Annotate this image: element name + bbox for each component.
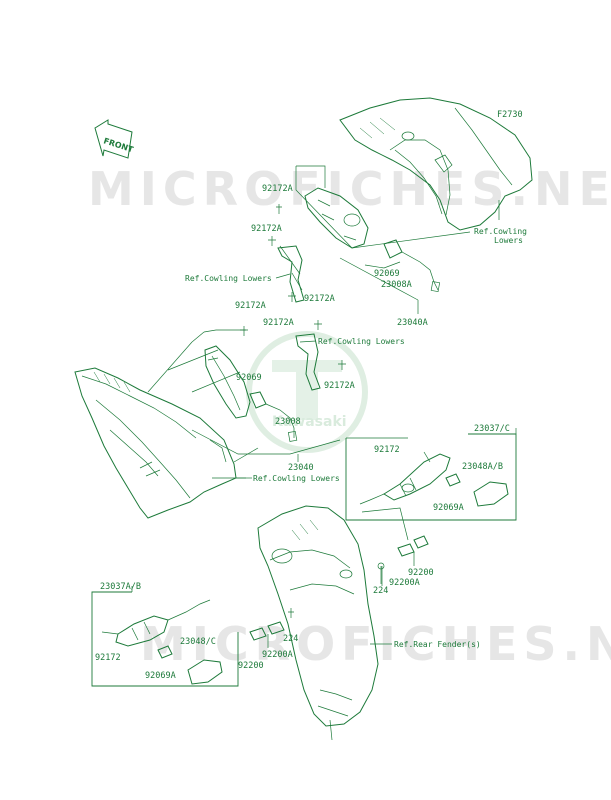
leader-line — [275, 273, 291, 279]
label-92200: 92200 — [238, 661, 264, 671]
label-23048AB: 23048A/B — [462, 462, 503, 472]
front-cowling-part — [339, 97, 533, 231]
rear-right-turn-signal-box — [345, 428, 517, 521]
label-23037C: 23037/C — [474, 424, 510, 434]
label-92172A: 92172A — [324, 381, 355, 391]
label-92069A: 92069A — [145, 671, 176, 681]
leader-line — [299, 340, 317, 343]
label-224: 224 — [283, 634, 298, 644]
rear-left-turn-signal-box — [91, 586, 239, 687]
ref-cowling-lowers: Ref.Cowling Lowers — [253, 474, 340, 483]
label-92172A: 92172A — [263, 318, 294, 328]
label-23037AB: 23037A/B — [100, 582, 141, 592]
label-92172: 92172 — [374, 445, 400, 455]
watermark-brand: Kawasaki — [272, 414, 347, 430]
label-92069: 92069 — [374, 269, 400, 279]
label-92172A: 92172A — [262, 184, 293, 194]
ref-cowling-lowers-line1: Ref.Cowling — [474, 227, 527, 236]
ref-rear-fender: Ref.Rear Fender(s) — [394, 640, 481, 649]
middle-leader-lines — [147, 329, 341, 479]
lower-leader-lines — [267, 552, 415, 648]
label-23040: 23040 — [288, 463, 314, 473]
label-92172A: 92172A — [304, 294, 335, 304]
label-92200: 92200 — [408, 568, 434, 578]
label-224: 224 — [373, 586, 388, 596]
upper-bracket-part — [268, 204, 305, 303]
left-lower-cowling-part — [74, 367, 237, 519]
label-23040A: 23040A — [397, 318, 428, 328]
ref-cowling-lowers-line2: Lowers — [494, 236, 523, 245]
label-23008: 23008 — [275, 417, 301, 427]
label-92172: 92172 — [95, 653, 121, 663]
ref-cowling-lowers: Ref.Cowling Lowers — [185, 274, 272, 283]
label-92069A: 92069A — [433, 503, 464, 513]
figure-code: F2730 — [497, 110, 523, 120]
label-92069: 92069 — [236, 373, 262, 383]
label-92172A: 92172A — [235, 301, 266, 311]
ref-cowling-lowers: Ref.Cowling Lowers — [318, 337, 405, 346]
upper-leader-lines — [279, 165, 500, 314]
label-92172A: 92172A — [251, 224, 282, 234]
watermark-top: MICROFICHES.NET — [88, 162, 611, 216]
label-92200A: 92200A — [262, 650, 293, 660]
label-92200A: 92200A — [389, 578, 420, 588]
kawasaki-watermark-logo: Kawasaki — [246, 331, 368, 453]
rear-fender-part — [257, 505, 379, 741]
front-right-turn-signal-part — [304, 187, 441, 293]
front-arrow-icon: FRONT — [94, 119, 135, 159]
front-left-turn-signal-part — [204, 345, 298, 442]
label-23048C: 23048/C — [180, 637, 216, 647]
label-23008A: 23008A — [381, 280, 412, 290]
